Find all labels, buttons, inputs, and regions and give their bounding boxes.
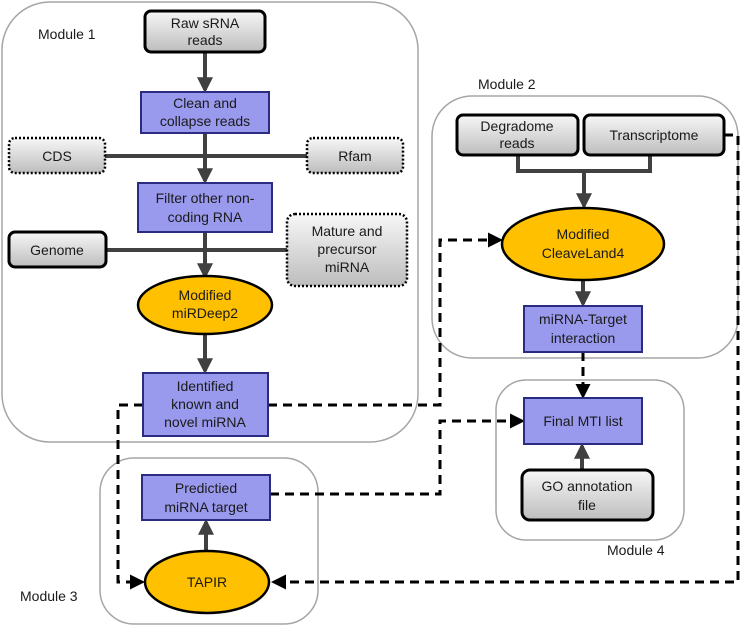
svg-text:Final MTI list: Final MTI list [543, 413, 622, 429]
final-mti-list-node: Final MTI list [523, 397, 643, 445]
genome-node: Genome [7, 230, 108, 269]
cds-node: CDS [7, 136, 107, 175]
module-3-container [99, 457, 319, 625]
rfam-node: Rfam [305, 136, 405, 175]
svg-text:Rfam: Rfam [338, 148, 371, 164]
module-4-container [495, 379, 685, 541]
dashed-identified-to-cleaveland [268, 232, 503, 407]
dashed-transcriptome-to-tapir [271, 133, 740, 590]
transcriptome-node: Transcriptome [582, 113, 726, 157]
svg-text:Transcriptome: Transcriptome [610, 127, 699, 143]
module-3-label: Module 3 [20, 588, 78, 604]
svg-text:Filter other non-coding RNA: Filter other non-coding RNA [156, 190, 255, 225]
module-2-label: Module 2 [478, 76, 536, 92]
svg-text:TAPIR: TAPIR [187, 574, 227, 590]
module-1-container [1, 1, 419, 443]
svg-text:CDS: CDS [42, 148, 72, 164]
tapir-node: TAPIR [143, 549, 271, 615]
module-4-label: Module 4 [607, 542, 665, 558]
connector-degradome-transcriptome [516, 155, 652, 173]
filter-noncoding-rna-node: Filter other non-coding RNA [137, 182, 273, 233]
svg-text:Genome: Genome [30, 242, 84, 258]
dashed-identified-to-tapir [116, 403, 145, 590]
module-1-label: Module 1 [38, 26, 96, 42]
dashed-predicted-to-final [270, 413, 525, 496]
